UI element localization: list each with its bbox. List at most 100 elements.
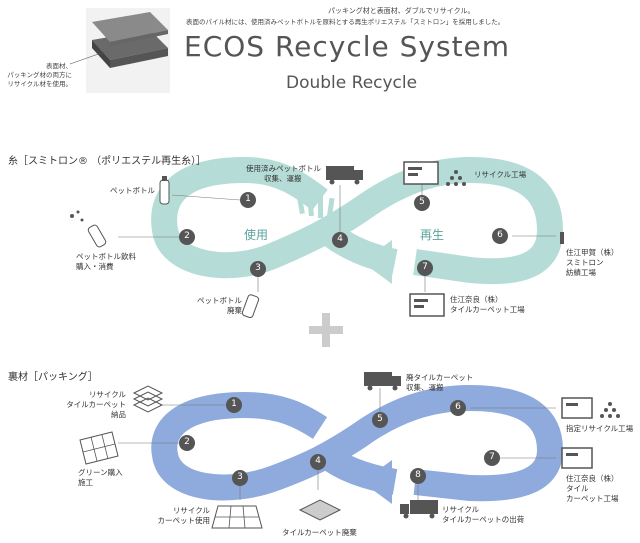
bottom-step-badges — [179, 397, 500, 486]
page-subtitle: Double Recycle — [286, 73, 418, 93]
bottom-badge-num-2: 2 — [184, 437, 190, 447]
tile-floor-icon — [211, 505, 263, 529]
page-title: ECOS Recycle System — [184, 30, 511, 63]
bottom-badge-num-7: 7 — [489, 452, 495, 462]
bottom-recycle-loop — [151, 384, 564, 504]
top-step5-label: リサイクル工場 — [474, 170, 527, 179]
top-use-label: 使用 — [244, 228, 269, 242]
top-step3-label-a: ペットボトル — [197, 296, 242, 305]
bottom-step7-label-a: 住江奈良（株） — [566, 474, 619, 483]
bottom-step8-label-a: リサイクル — [442, 505, 480, 514]
top-badge-num-5: 5 — [419, 197, 425, 207]
bottom-badge-num-8: 8 — [415, 470, 421, 480]
top-badge-4 — [332, 232, 348, 248]
bottom-step3-label-a: リサイクル — [172, 506, 210, 515]
top-step4-label-a: 使用済みペットボトル — [246, 164, 321, 173]
bottom-use-label: 使用 — [242, 432, 267, 446]
tile-grid-icon — [79, 431, 119, 465]
top-step6-label-c: 紡績工場 — [566, 268, 596, 277]
top-badge-num-2: 2 — [184, 231, 190, 241]
top-step1-label: ペットボトル — [110, 186, 155, 195]
top-regen-label: 再生 — [420, 228, 445, 242]
top-step6-label-b: スミトロン — [566, 258, 604, 267]
bottom-step8-label-b: タイルカーペットの出荷 — [442, 515, 525, 524]
top-badge-num-6: 6 — [497, 230, 503, 240]
bottom-badge-num-4: 4 — [315, 456, 321, 466]
bottom-badge-4 — [310, 454, 326, 470]
bottom-step1-label-b: タイルカーペット — [66, 400, 126, 409]
top-step7-label-a: 住江奈良（株） — [450, 295, 503, 304]
carpet-sample-image — [86, 8, 170, 93]
top-step7-label-b: タイルカーペット工場 — [450, 305, 525, 314]
top-badge-num-3: 3 — [255, 263, 261, 273]
designated-factory-icon — [561, 397, 620, 419]
shipping-truck-icon — [400, 500, 438, 519]
top-step3-label-b: 廃棄 — [227, 306, 242, 315]
crushed-bottle-icon — [241, 294, 260, 319]
bottom-badge-6 — [450, 400, 466, 416]
top-badge-7 — [417, 260, 433, 276]
spinning-factory-icon — [560, 232, 564, 244]
bottom-step3-label-b: カーペット使用 — [157, 516, 211, 525]
bottom-truck-icon — [364, 372, 401, 391]
bottom-step4-label: タイルカーペット廃棄 — [282, 528, 357, 537]
top-recycle-loop — [151, 156, 564, 285]
bottom-step5-label-a: 廃タイルカーペット — [406, 373, 474, 382]
bottom-step5-label-b: 収集、運搬 — [406, 383, 444, 392]
top-badge-2 — [179, 229, 195, 245]
top-step-badges — [179, 192, 508, 277]
bottom-section-heading: 裏材［パッキング］ — [8, 372, 98, 383]
nara-factory-icon — [561, 447, 593, 469]
truck-icon — [326, 166, 363, 185]
header-line2: 表面のパイル材には、使用済みペットボトルを原料とする再生ポリエステル「スミトロン… — [186, 18, 505, 26]
tile-stack-icon — [132, 385, 164, 413]
top-step4-label-b: 収集、運搬 — [264, 174, 302, 183]
top-leader-lines — [118, 180, 556, 292]
top-step2-label-b: 購入・消費 — [76, 262, 114, 271]
top-step2-label-a: ペットボトル飲料 — [76, 252, 136, 261]
bottom-step2-label-b: 施工 — [78, 478, 93, 487]
sample-caption-3: リサイクル材を使用。 — [7, 80, 72, 88]
bottom-badge-3 — [232, 470, 248, 486]
sample-caption-2: パッキング材の両方に — [7, 71, 72, 79]
top-section-heading: 糸［スミトロン® （ポリエステル再生糸）］ — [8, 156, 207, 167]
bottom-step7-label-b: タイル — [566, 484, 589, 493]
bottom-arrow-head — [362, 460, 392, 504]
top-arrow-head — [362, 240, 392, 284]
bottom-leader-lines — [118, 388, 556, 500]
bottom-badge-8 — [410, 468, 426, 484]
bottom-step1-label-c: 納品 — [111, 410, 126, 419]
bottom-regen-label: 再生 — [420, 432, 445, 446]
top-speed-lines — [296, 191, 335, 221]
top-badge-num-4: 4 — [337, 234, 343, 244]
bottom-badge-num-5: 5 — [377, 414, 383, 424]
top-badge-num-1: 1 — [245, 194, 251, 204]
bottom-badge-7 — [484, 450, 500, 466]
plus-icon — [309, 313, 343, 347]
top-badge-1 — [240, 192, 256, 208]
bottom-badge-num-1: 1 — [231, 399, 237, 409]
caption-leader — [69, 51, 105, 65]
top-step6-label-a: 住江甲賀（株） — [566, 248, 619, 257]
bottom-badge-5 — [372, 412, 388, 428]
sample-caption-1: 表面材、 — [46, 62, 72, 70]
top-badge-5 — [414, 195, 430, 211]
tile-factory-icon — [409, 293, 445, 317]
bottom-badge-num-6: 6 — [455, 402, 461, 412]
top-badge-6 — [492, 228, 508, 244]
header-line1: パッキング材と表面材、ダブルでリサイクル。 — [328, 7, 475, 15]
bottom-step2-label-a: グリーン購入 — [78, 468, 123, 477]
drinking-bottle-icon — [70, 210, 107, 248]
bottom-step1-label-a: リサイクル — [88, 390, 126, 399]
pet-bottle-icon — [159, 176, 170, 205]
top-badge-3 — [250, 261, 266, 277]
bottom-badge-2 — [179, 435, 195, 451]
waste-tile-icon — [298, 499, 342, 521]
bottom-step6-label: 指定リサイクル工場 — [566, 424, 634, 433]
recycle-factory-icon — [403, 161, 466, 186]
bottom-step7-label-c: カーペット工場 — [566, 494, 619, 503]
top-badge-num-7: 7 — [422, 262, 428, 272]
bottom-badge-num-3: 3 — [237, 472, 243, 482]
bottom-badge-1 — [226, 397, 242, 413]
